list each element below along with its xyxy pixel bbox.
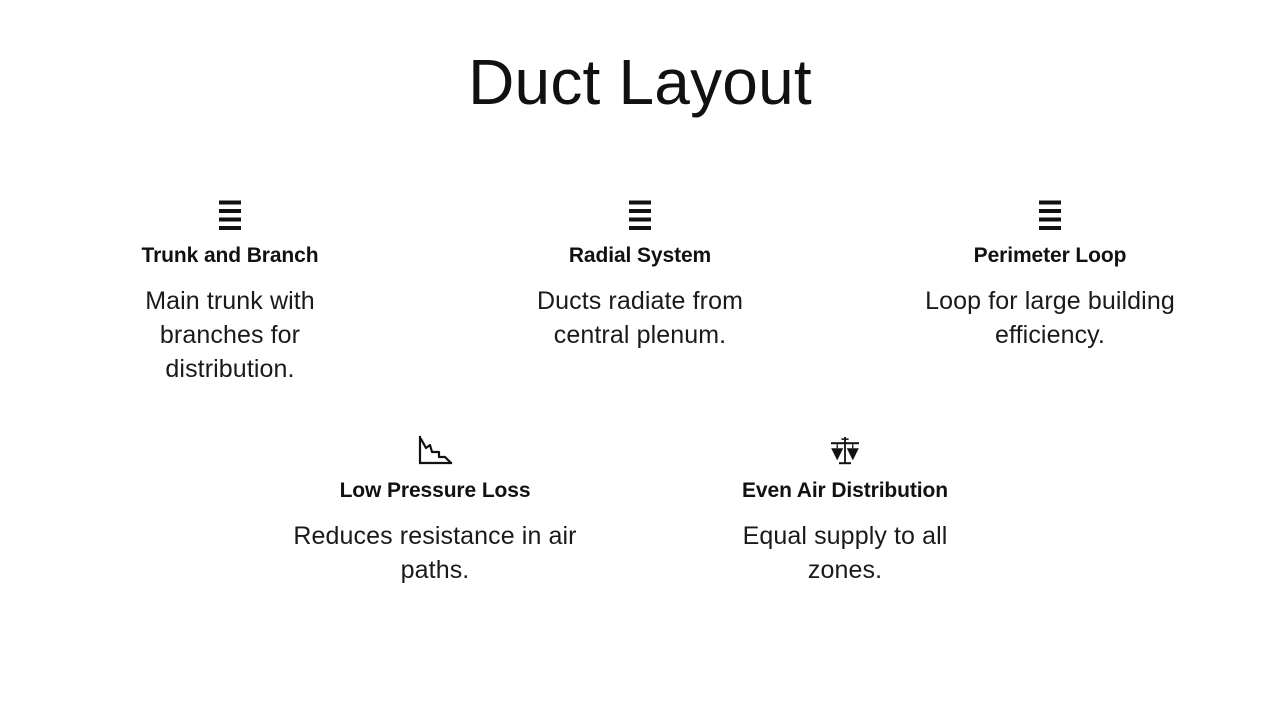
feature-card-trunk-and-branch[interactable]: Trunk and Branch Main trunk with branche…: [25, 196, 435, 387]
chart-line-down-icon: [417, 431, 453, 471]
feature-card-body: Loop for large building efficiency.: [925, 287, 1175, 350]
feature-card-body: Main trunk with branches for distributio…: [145, 287, 315, 383]
feature-card-body: Equal supply to all zones.: [742, 522, 948, 585]
feature-card-radial-system[interactable]: Radial System Ducts radiate from central…: [435, 196, 845, 353]
feature-card-low-pressure-loss[interactable]: Low Pressure Loss Reduces resistance in …: [230, 431, 640, 588]
feature-card-heading: Perimeter Loop: [973, 244, 1127, 267]
feature-card-heading: Low Pressure Loss: [339, 479, 531, 502]
list-lines-icon: [218, 196, 242, 236]
feature-card-body: Ducts radiate from central plenum.: [536, 287, 744, 350]
feature-row-top: Trunk and Branch Main trunk with branche…: [0, 196, 1280, 387]
list-lines-icon: [628, 196, 652, 236]
feature-card-body: Reduces resistance in air paths.: [293, 522, 577, 585]
list-lines-icon: [1038, 196, 1062, 236]
balance-scale-icon: [829, 431, 861, 471]
feature-card-heading: Even Air Distribution: [742, 479, 948, 502]
feature-card-even-air-distribution[interactable]: Even Air Distribution Equal supply to al…: [640, 431, 1050, 588]
feature-row-bottom: Low Pressure Loss Reduces resistance in …: [0, 431, 1280, 588]
page-title: Duct Layout: [468, 46, 812, 118]
feature-card-heading: Trunk and Branch: [141, 244, 319, 267]
feature-card-heading: Radial System: [568, 244, 712, 267]
feature-card-perimeter-loop[interactable]: Perimeter Loop Loop for large building e…: [845, 196, 1255, 353]
